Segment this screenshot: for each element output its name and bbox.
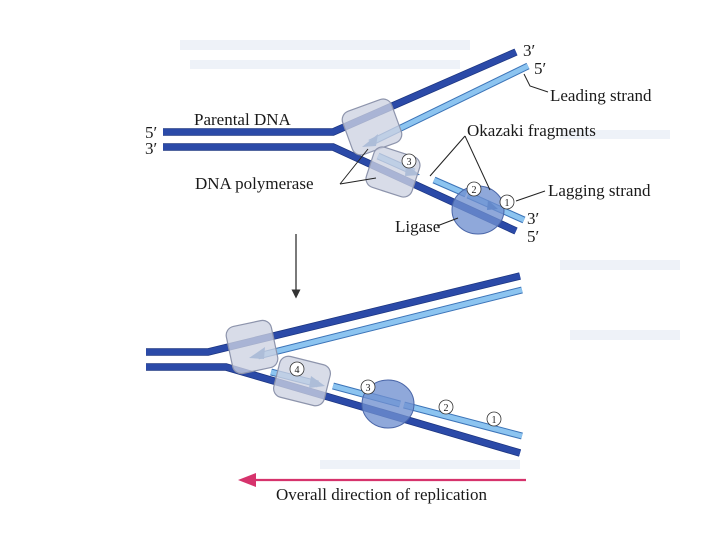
fragment-number-2: 2 [472,185,477,196]
label-okazaki-fragments: Okazaki fragments [467,121,596,140]
parental-strand-bottom-lower [146,364,521,456]
dna-polymerase-lagging-bottom [273,355,331,407]
label-ligase: Ligase [395,217,440,236]
label-3-prime-top: 3′ [523,41,535,60]
label-lagging-strand: Lagging strand [548,181,651,200]
label-3-prime-bottom: 3′ [527,209,539,228]
label-5-prime-left: 5′ [145,123,157,142]
fragment-number-2-bottom: 2 [444,403,449,414]
dna-polymerase-lagging [365,146,421,198]
label-5-prime-top: 5′ [534,59,546,78]
label-parental-dna: Parental DNA [194,110,292,129]
label-3-prime-left: 3′ [145,139,157,158]
leading-strand-new-bottom [257,287,523,359]
parental-strand-bottom-upper [146,273,521,355]
parental-strand-top-upper [163,49,518,135]
top-panel: 3 2 1 3′ 5′ Leading strand 5′ 3′ Parenta… [145,41,652,246]
label-5-prime-bottom: 5′ [527,227,539,246]
fragment-number-3-bottom: 3 [366,383,371,394]
background-ghost-text [180,40,680,469]
overall-direction: Overall direction of replication [238,473,526,504]
bottom-panel: 4 3 2 1 [146,272,523,457]
fragment-number-4-bottom: 4 [295,365,300,376]
label-dna-polymerase: DNA polymerase [195,174,314,193]
okazaki-fragment-2-1-bottom [403,402,523,439]
label-leading-strand: Leading strand [550,86,652,105]
label-overall-direction: Overall direction of replication [276,485,487,504]
fragment-number-3: 3 [407,157,412,168]
fragment-number-1-bottom: 1 [492,415,497,426]
dna-polymerase-leading-bottom [225,319,279,375]
fragment-number-1: 1 [505,198,510,209]
ligase-enzyme-bottom [361,379,415,429]
